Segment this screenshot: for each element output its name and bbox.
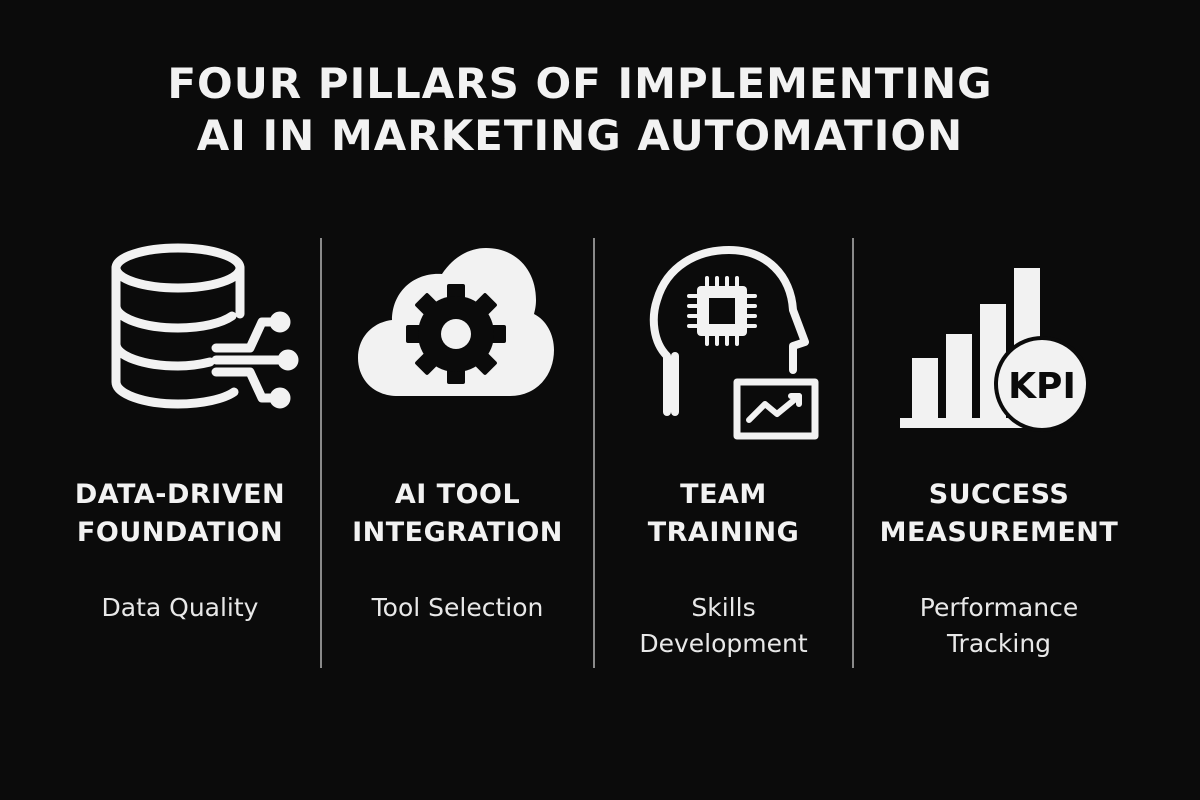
page-title: FOUR PILLARS OF IMPLEMENTING AI IN MARKE… — [0, 58, 1160, 162]
pillar-subtitle-line: Tracking — [946, 629, 1052, 658]
pillar-subtitle-line: Data Quality — [101, 593, 259, 622]
pillar-ai-tool-integration: AI TOOL INTEGRATION Tool Selection — [322, 0, 593, 800]
pillar-heading-line: TEAM — [680, 479, 767, 510]
kpi-bar-chart-icon: KPI — [900, 266, 1100, 436]
kpi-label: KPI — [1008, 366, 1076, 407]
pillar-team-training: TEAM TRAINING Skills Development — [595, 0, 852, 800]
pillar-subtitle-line: Performance — [919, 593, 1079, 622]
pillar-heading-line: AI TOOL — [394, 479, 521, 510]
divider — [852, 238, 854, 668]
pillar-heading-line: INTEGRATION — [352, 517, 563, 548]
head-chip-chart-icon — [649, 246, 823, 446]
pillar-subtitle-line: Development — [639, 629, 808, 658]
pillar-heading: AI TOOL INTEGRATION — [322, 476, 593, 552]
pillar-heading-line: SUCCESS — [928, 479, 1070, 510]
pillar-subtitle-line: Tool Selection — [371, 593, 544, 622]
title-line-1: FOUR PILLARS OF IMPLEMENTING — [167, 59, 993, 108]
pillar-heading-line: MEASUREMENT — [879, 517, 1119, 548]
pillar-subtitle-line: Skills — [691, 593, 756, 622]
pillar-subtitle: Tool Selection — [322, 590, 593, 626]
database-network-icon — [111, 242, 299, 412]
pillar-data-driven-foundation: DATA-DRIVEN FOUNDATION Data Quality — [40, 0, 320, 800]
divider — [593, 238, 595, 668]
pillar-heading-line: TRAINING — [647, 517, 800, 548]
pillar-success-measurement: KPI SUCCESS MEASUREMENT Performance Trac… — [854, 0, 1144, 800]
pillar-subtitle: Performance Tracking — [854, 590, 1144, 662]
pillar-heading-line: FOUNDATION — [76, 517, 284, 548]
cloud-gear-icon — [358, 248, 554, 398]
pillar-subtitle: Data Quality — [40, 590, 320, 626]
pillar-heading: TEAM TRAINING — [595, 476, 852, 552]
pillar-heading-line: DATA-DRIVEN — [74, 479, 286, 510]
pillar-subtitle: Skills Development — [595, 590, 852, 662]
title-line-2: AI IN MARKETING AUTOMATION — [196, 111, 964, 160]
pillar-heading: SUCCESS MEASUREMENT — [854, 476, 1144, 552]
pillar-heading: DATA-DRIVEN FOUNDATION — [40, 476, 320, 552]
divider — [320, 238, 322, 668]
